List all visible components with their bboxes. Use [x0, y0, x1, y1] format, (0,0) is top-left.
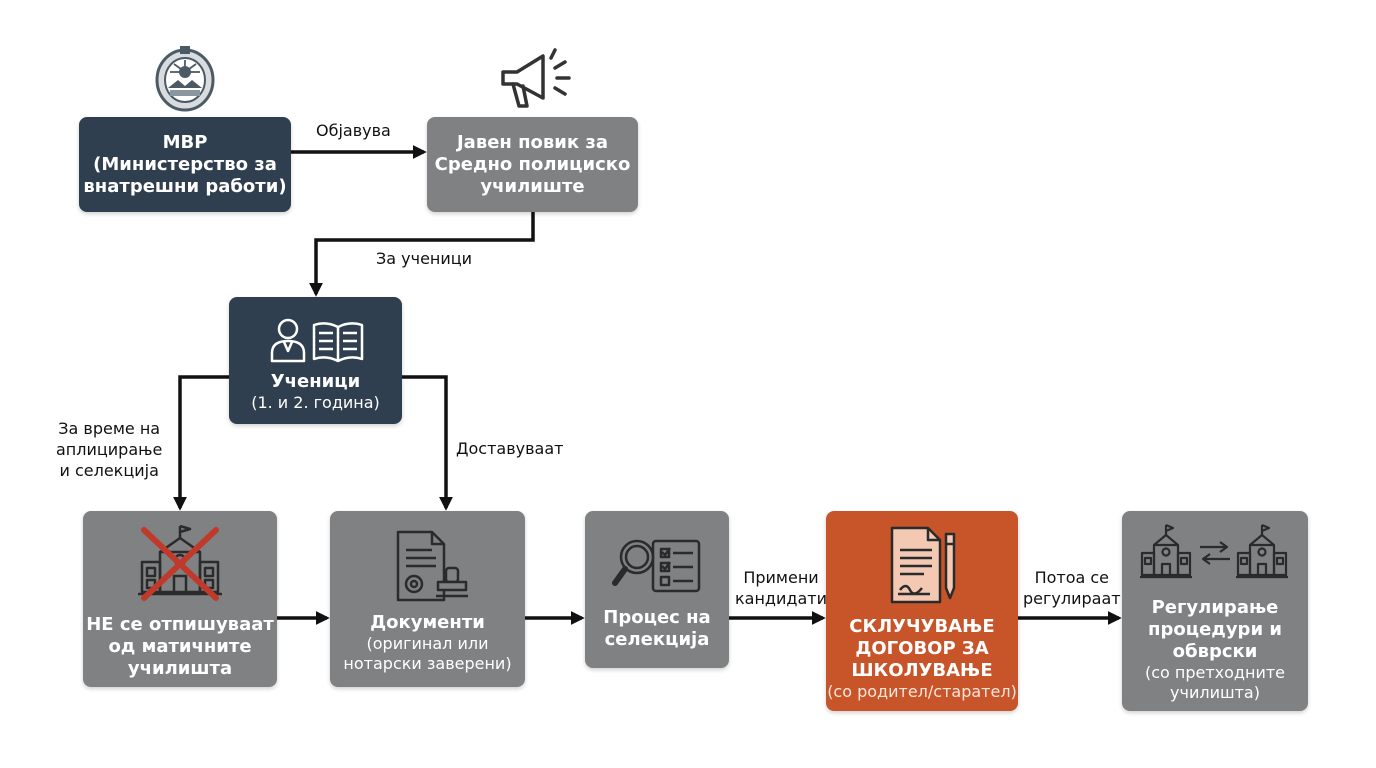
students-subtitle: (1. и 2. година)	[251, 392, 380, 412]
public-call-node: Јавен повик за Средно полициско училиште	[427, 117, 638, 212]
no-unenroll-node: НЕ се отпишуваат од матичните училишта	[83, 511, 277, 687]
regulation-line2: процедури и	[1148, 619, 1282, 640]
document-stamp-icon	[396, 530, 468, 602]
edge-label-accepted: Примени кандидати	[735, 567, 827, 609]
school-left	[1140, 523, 1192, 579]
arrow-call-to-students	[309, 212, 535, 297]
edge-label-during-line2: аплицирање	[56, 440, 163, 459]
call-line2: Средно полициско	[434, 153, 631, 175]
contract-sub: (со родител/старател)	[827, 682, 1017, 701]
coat-of-arms-icon	[155, 46, 215, 112]
arrow-students-to-no-unenroll	[173, 375, 230, 511]
edge-label-during-line3: и селекција	[59, 461, 159, 480]
edge-label-then-line2: регулираат	[1023, 589, 1121, 608]
no-unenroll-line1: НЕ се отпишуваат	[86, 614, 274, 635]
documents-node: Документи (оригинал или нотарски заверен…	[330, 511, 525, 687]
mvr-line3: внатрешни работи)	[83, 175, 287, 197]
edge-label-then: Потоа се регулираат	[1023, 567, 1121, 609]
school-crossed-out-icon	[138, 524, 222, 601]
selection-line1: Процес на	[603, 606, 711, 628]
student-icon	[277, 318, 298, 339]
call-line3: училиште	[480, 175, 585, 197]
selection-node: Процес на селекција	[585, 511, 729, 668]
documents-sub1: (оригинал или	[366, 634, 489, 653]
selection-line2: селекција	[604, 628, 710, 650]
edge-label-accepted-line2: кандидати	[735, 589, 827, 608]
contract-pen-icon	[890, 526, 956, 604]
mvr-node: МВР (Министерство за внатрешни работи)	[79, 117, 291, 212]
call-line1: Јавен повик за	[456, 131, 609, 153]
regulation-sub1: (со претходните	[1144, 663, 1286, 682]
arrow-students-to-documents	[402, 375, 453, 511]
contract-line2: ДОГОВОР ЗА	[855, 638, 989, 659]
megaphone-icon	[501, 48, 571, 108]
exchange-arrows	[1200, 541, 1230, 565]
regulation-line1: Регулирање	[1151, 597, 1279, 618]
students-node: Ученици (1. и 2. година)	[229, 297, 402, 424]
documents-sub2: нотарски заверени)	[343, 654, 512, 673]
no-unenroll-line2: од матичните	[108, 636, 252, 657]
regulation-line3: обврски	[1172, 641, 1258, 662]
edge-label-accepted-line1: Примени	[743, 568, 819, 587]
mvr-line1: МВР	[162, 131, 208, 153]
regulation-node: Регулирање процедури и обврски (со претх…	[1122, 511, 1308, 711]
magnifier-checklist-icon	[612, 539, 701, 592]
school-right	[1236, 523, 1288, 579]
contract-line1: СКЛУЧУВАЊЕ	[849, 616, 995, 637]
edge-label-during-line1: За време на	[58, 419, 161, 438]
edge-label-for-students: За ученици	[376, 249, 473, 268]
students-title: Ученици	[270, 370, 361, 392]
regulation-sub2: училишта)	[1170, 683, 1260, 702]
no-unenroll-line3: училишта	[127, 658, 233, 679]
contract-node: СКЛУЧУВАЊЕ ДОГОВОР ЗА ШКОЛУВАЊЕ (со роди…	[826, 511, 1018, 711]
edge-label-publishes: Објавува	[316, 121, 391, 140]
contract-line3: ШКОЛУВАЊЕ	[851, 660, 993, 681]
schools-exchange-icon	[1140, 523, 1288, 579]
documents-title: Документи	[370, 612, 485, 633]
edge-label-submit: Доставуваат	[456, 439, 564, 458]
mvr-line2: (Министерство за	[93, 153, 277, 175]
edge-label-then-line1: Потоа се	[1034, 568, 1110, 587]
edge-label-during: За време на аплицирање и селекција	[56, 418, 162, 481]
student-book-icon	[270, 318, 363, 362]
